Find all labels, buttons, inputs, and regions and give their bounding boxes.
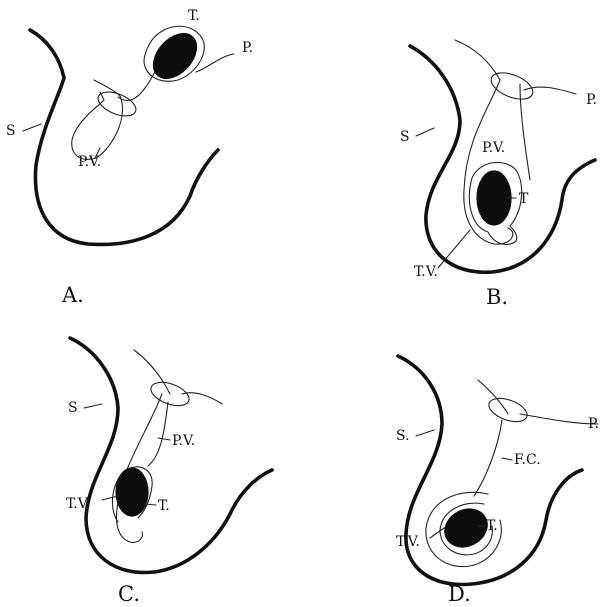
panel-b-label-p: P. <box>586 92 597 108</box>
panel-b: S P. P.V. T T.V. B. <box>400 40 597 309</box>
panel-b-s-leader <box>416 128 434 136</box>
panel-d-cord-right <box>520 414 598 424</box>
panel-d-label-s: S. <box>396 428 410 444</box>
panel-b-label-pv: P.V. <box>482 140 505 156</box>
panel-b-tv-leader <box>438 230 470 268</box>
panel-c-label-tv: T.V. <box>66 496 90 512</box>
panel-c-label-pv: P.V. <box>172 433 195 449</box>
panel-b-scrotum-outline <box>410 46 595 272</box>
panel-b-label-s: S <box>400 129 410 145</box>
panel-a-vaginal-process <box>72 80 123 159</box>
panel-a-label-pv: P.V. <box>78 154 101 170</box>
panel-a: S T. P. P.V. A. <box>6 8 253 307</box>
panel-a-ring <box>95 87 140 121</box>
panel-b-ring <box>487 68 536 105</box>
panel-b-cord-top <box>455 40 500 80</box>
panel-b-caption: B. <box>486 285 508 309</box>
panel-c-cord-top <box>134 350 170 394</box>
panel-c-vaginal-process-right <box>148 402 168 466</box>
panel-d-label-tv: T.V. <box>396 534 420 550</box>
panel-c-s-leader <box>84 404 102 408</box>
panel-c-scrotum-outline <box>70 338 272 573</box>
panel-d-ring <box>486 394 530 426</box>
panel-d-s-leader <box>416 430 434 436</box>
panel-a-label-s: S <box>6 123 16 139</box>
panel-d-scrotum-outline <box>398 356 582 585</box>
panel-b-label-tv: T.V. <box>414 264 438 280</box>
panel-a-label-p: P. <box>242 40 253 56</box>
panel-d-funicular-cord <box>474 420 502 496</box>
panel-d-label-fc: F.C. <box>514 452 541 468</box>
panel-d-cord-top <box>478 380 508 414</box>
panel-b-label-t: T <box>519 191 529 207</box>
panel-c-label-t: T. <box>158 498 170 514</box>
panel-a-s-leader <box>23 124 41 131</box>
panel-d-tv-leader <box>430 528 444 538</box>
panel-c-vaginal-process <box>117 394 163 542</box>
panel-d: S. P. F.C. T.V. T. D. <box>396 356 599 606</box>
panel-d-label-t: T. <box>486 518 498 534</box>
panel-c-testis <box>116 468 148 516</box>
panel-c-pv-leader <box>158 438 170 440</box>
panel-d-caption: D. <box>448 582 471 606</box>
panel-c-tv-leader <box>102 496 118 500</box>
panel-d-label-p: P. <box>588 416 599 432</box>
panel-d-fc-leader <box>502 458 512 460</box>
panel-a-caption: A. <box>61 283 84 307</box>
panel-c: S P.V. T.V. T. C. <box>66 338 272 606</box>
panel-a-label-t: T. <box>188 8 200 24</box>
panel-c-caption: C. <box>118 582 140 606</box>
panel-a-p-stem <box>196 54 234 72</box>
panel-c-label-s: S <box>68 400 78 416</box>
